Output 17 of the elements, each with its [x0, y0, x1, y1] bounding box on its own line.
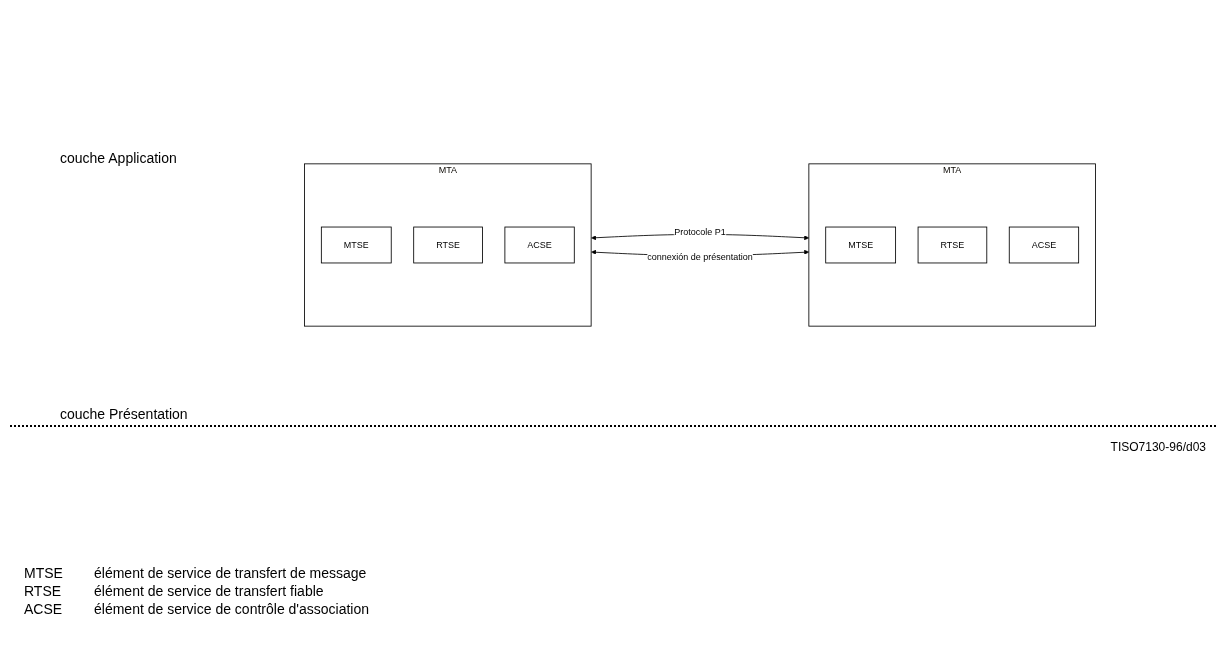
figure-code: TISO7130-96/d03: [1110, 440, 1206, 454]
layer-label: couche Présentation: [60, 406, 189, 422]
abbreviation-definition: élément de service de transfert de message: [94, 565, 368, 581]
layer-label: couche Application: [60, 150, 178, 166]
node-box: RTSE: [413, 226, 483, 264]
node-box: MTSE: [320, 226, 392, 264]
edge-label: Protocole P1: [674, 227, 726, 238]
node-box: MTSE: [825, 226, 896, 264]
node-box: ACSE: [1008, 226, 1080, 264]
node-box: RTSE: [917, 226, 988, 264]
abbreviation: MTSE: [24, 565, 64, 581]
abbreviation: ACSE: [24, 601, 64, 617]
abbreviation: RTSE: [24, 583, 63, 599]
edge-label: connexión de présentation: [647, 252, 753, 262]
abbreviation-definition: élément de service de contrôle d'association: [94, 601, 370, 617]
node-box: ACSE: [504, 226, 575, 264]
abbreviation-definition: élément de service de transfert fiable: [94, 583, 325, 599]
